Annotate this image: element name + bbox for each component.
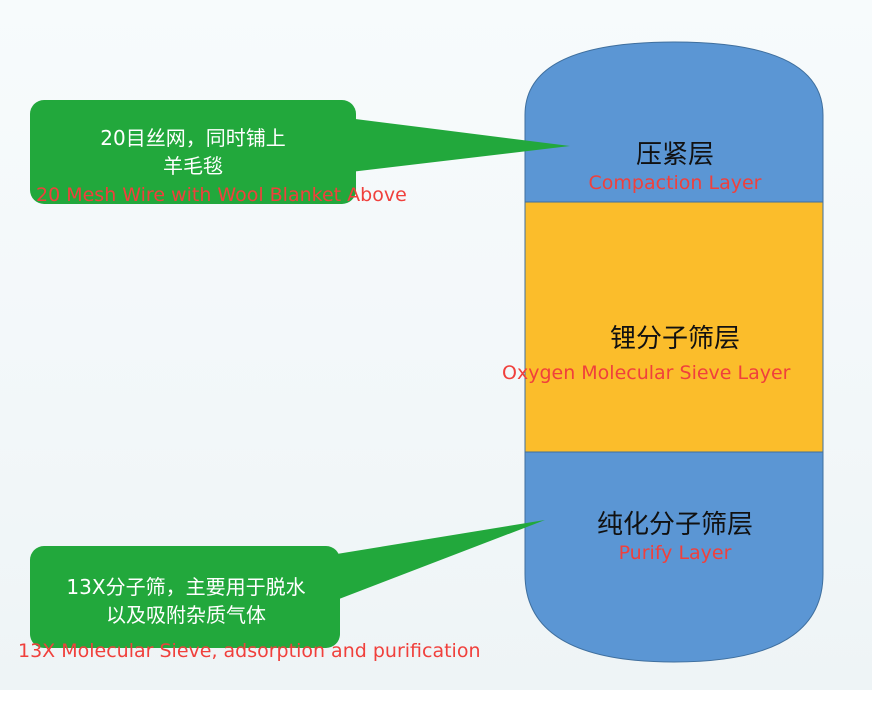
oxygen-sieve-layer-label-en: Oxygen Molecular Sieve Layer [502, 362, 791, 384]
top-callout-line2: 羊毛毯 [163, 154, 223, 178]
top-callout-pointer [300, 112, 570, 178]
bottom-callout-pointer [300, 520, 545, 614]
oxygen-sieve-layer-label-cn: 锂分子筛层 [609, 324, 740, 354]
oxygen-sieve-layer-shape [524, 201, 824, 453]
purify-layer-label-en: Purify Layer [618, 542, 732, 564]
top-callout-box [30, 100, 356, 204]
top-callout-line1: 20目丝网，同时铺上 [100, 126, 286, 150]
bottom-callout-label-en: 13X Molecular Sieve, adsorption and puri… [18, 640, 481, 662]
compaction-layer-shape [524, 41, 824, 203]
purify-layer-label-cn: 纯化分子筛层 [596, 510, 753, 540]
bottom-callout-box [30, 546, 340, 648]
purify-layer-shape [524, 451, 824, 663]
top-callout-label-en: 20 Mesh Wire with Wool Blanket Above [36, 184, 407, 206]
bottom-margin [0, 690, 872, 704]
bottom-callout-line1: 13X分子筛，主要用于脱水 [66, 575, 306, 599]
compaction-layer-label-cn: 压紧层 [635, 140, 714, 170]
compaction-layer-label-en: Compaction Layer [588, 172, 762, 194]
bottom-callout-line2: 以及吸附杂质气体 [106, 603, 266, 627]
